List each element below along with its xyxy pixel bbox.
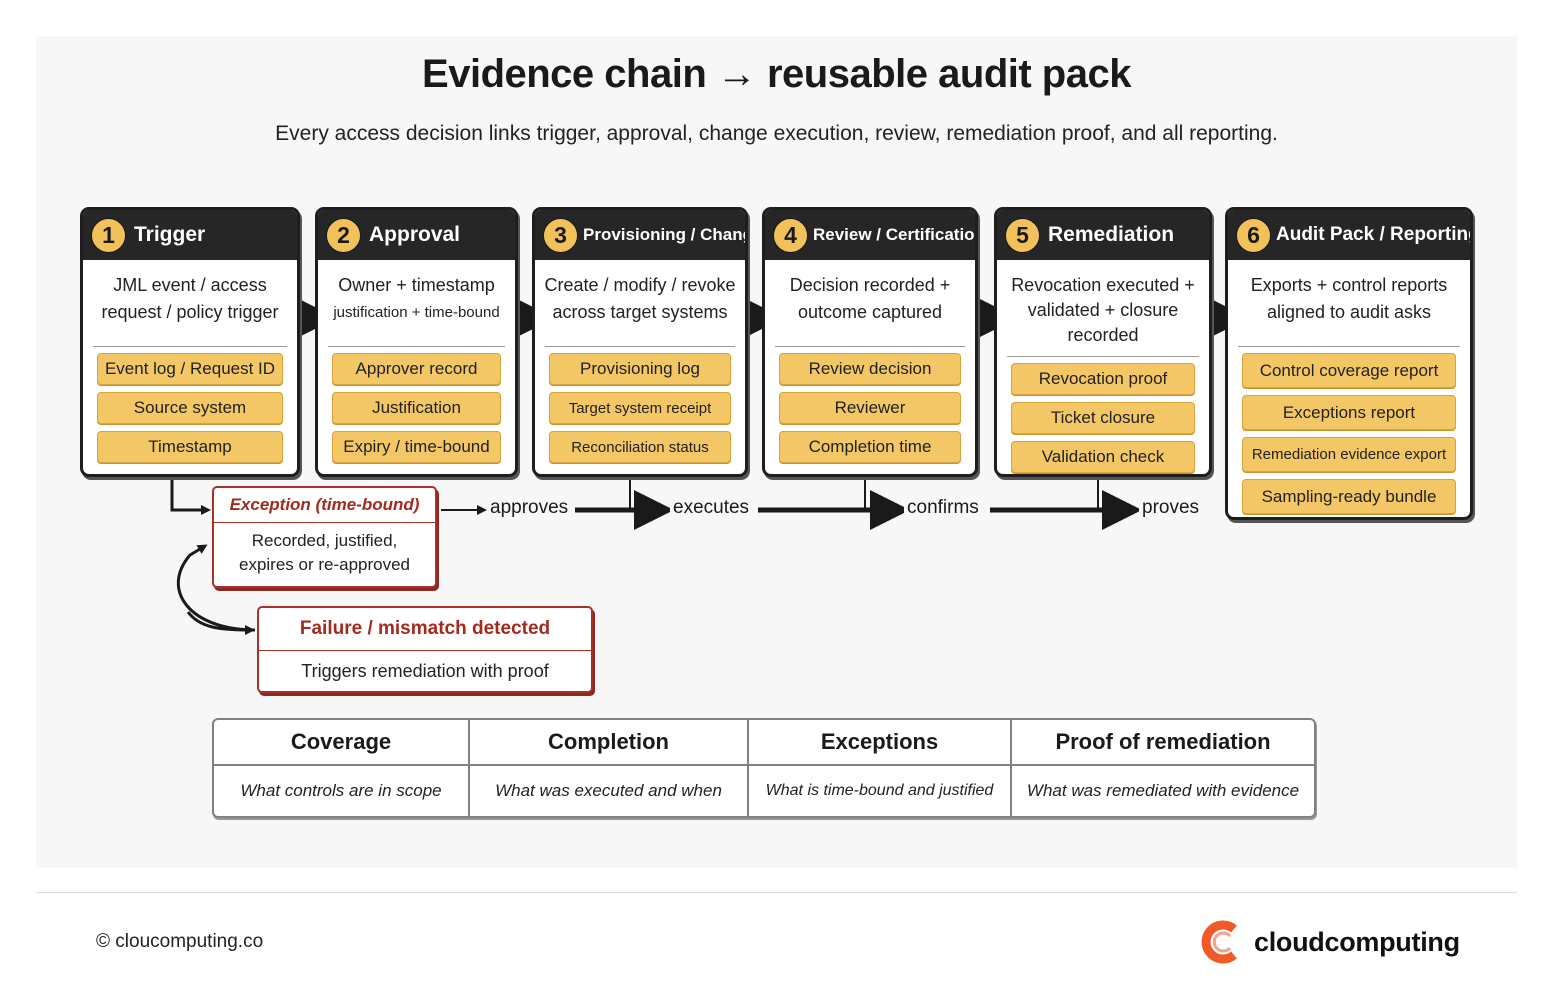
exception-box: Exception (time-bound) Recorded, justifi… [212,486,437,588]
arrow-to-failure [186,611,255,635]
page-subtitle: Every access decision links trigger, app… [275,122,1278,145]
evidence-chip: Event log / Request ID [97,353,283,385]
step-number: 4 [773,217,808,253]
evidence-chip: Completion time [779,431,961,463]
step-review: 4 Review / Certification Decision record… [762,207,978,477]
step-title: Audit Pack / Reporting [1276,224,1473,245]
step-header: 5 Remediation [997,210,1209,260]
metric-description: What was executed and when [495,781,722,800]
metric-title: Proof of remediation [1012,720,1314,766]
step-number: 3 [543,217,578,253]
footer-divider [36,892,1517,893]
step-description: Create / modify / revoke across target s… [544,275,736,322]
flow-label-proves: proves [1139,497,1203,519]
step-header: 6 Audit Pack / Reporting [1228,210,1470,260]
step-number: 5 [1005,217,1040,253]
cloud-c-icon [1201,920,1237,964]
metric-completion: Completion What was executed and when [470,720,749,816]
brand-logo[interactable]: cloudcomputing [1200,920,1460,964]
footer-copyright: © cloucomputing.co [96,931,264,952]
metric-title: Completion [470,720,747,766]
step-title: Review / Certification [813,225,978,244]
report-chip: Sampling-ready bundle [1242,479,1456,514]
step-description-line1: Owner + timestamp [338,275,495,295]
evidence-chip: Expiry / time-bound [332,431,501,463]
step-header: 1 Trigger [83,210,297,260]
step-description: Exports + control reports aligned to aud… [1250,275,1448,322]
metric-proof-of-remediation: Proof of remediation What was remediated… [1012,720,1314,816]
step-number: 2 [326,217,361,253]
step-provisioning: 3 Provisioning / Change Create / modify … [532,207,748,477]
metric-exceptions: Exceptions What is time-bound and justif… [749,720,1012,816]
failure-body: Triggers remediation with proof [301,661,549,681]
evidence-chip: Ticket closure [1011,402,1195,434]
step-number: 1 [91,217,126,253]
evidence-chip: Reconciliation status [549,431,731,463]
arrow-trigger-exception [170,478,211,515]
step-header: 2 Approval [318,210,515,260]
evidence-chip: Approver record [332,353,501,385]
report-chip: Exceptions report [1242,395,1456,430]
step-title: Approval [369,223,461,246]
metric-coverage: Coverage What controls are in scope [214,720,470,816]
failure-box: Failure / mismatch detected Triggers rem… [257,606,593,693]
step-description-line2: justification + time-bound [333,304,500,321]
step-title: Provisioning / Change [583,225,748,244]
page-title: Evidence chain → reusable audit pack [422,52,1131,96]
evidence-chip: Source system [97,392,283,424]
metric-description: What controls are in scope [240,781,442,800]
evidence-chip: Justification [332,392,501,424]
evidence-chip: Target system receipt [549,392,731,424]
brand-name: cloudcomputing [1254,926,1460,957]
report-chip: Remediation evidence export [1242,437,1456,472]
flow-label-confirms: confirms [904,497,982,519]
step-header: 3 Provisioning / Change [535,210,745,260]
metric-title: Coverage [214,720,468,766]
step-audit-pack: 6 Audit Pack / Reporting Exports + contr… [1225,207,1473,520]
evidence-chip: Provisioning log [549,353,731,385]
evidence-chip: Validation check [1011,441,1195,473]
step-description: Revocation executed + validated + closur… [1011,275,1195,345]
step-description: Decision recorded + outcome captured [789,275,951,322]
metric-title: Exceptions [749,720,1010,766]
metrics-table: Coverage What controls are in scope Comp… [212,718,1316,818]
step-title: Remediation [1048,223,1175,246]
evidence-chip: Review decision [779,353,961,385]
step-header: 4 Review / Certification [765,210,975,260]
exception-body: Recorded, justified, expires or re-appro… [238,531,411,574]
report-chip: Control coverage report [1242,353,1456,388]
failure-title: Failure / mismatch detected [259,608,591,651]
step-approval: 2 Approval Owner + timestamp justificati… [315,207,518,477]
flow-label-executes: executes [670,497,753,519]
step-number: 6 [1236,217,1271,253]
evidence-chip: Revocation proof [1011,363,1195,395]
metric-description: What was remediated with evidence [1026,781,1300,800]
step-remediation: 5 Remediation Revocation executed + vali… [994,207,1212,477]
metric-description: What is time-bound and justified [765,782,994,799]
evidence-chip: Reviewer [779,392,961,424]
step-trigger: 1 Trigger JML event / access request / p… [80,207,300,477]
flow-label-approves: approves [487,497,572,519]
step-title: Trigger [134,223,206,246]
evidence-chip: Timestamp [97,431,283,463]
step-description: JML event / access request / policy trig… [101,275,279,322]
step-description: Owner + timestamp justification + time-b… [318,260,515,332]
exception-title: Exception (time-bound) [214,488,435,523]
